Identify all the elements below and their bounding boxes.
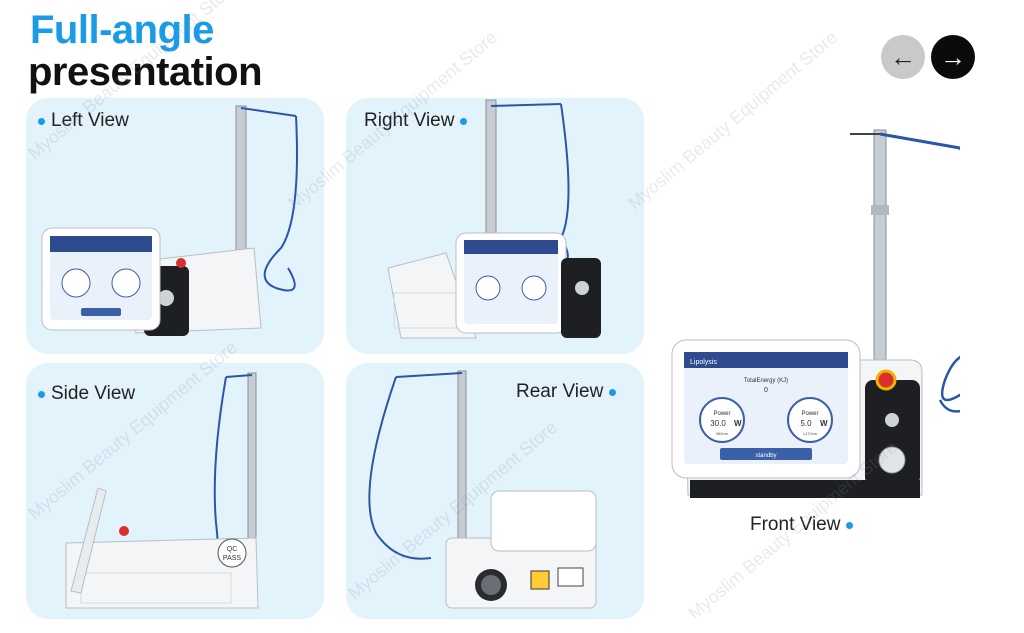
screen-power-label-left: Power (713, 411, 730, 417)
right-view-label: Right View (364, 110, 468, 132)
screen-unit-left: W (734, 419, 742, 428)
rear-view-device-image (368, 370, 597, 609)
left-view-label: Left View (38, 110, 129, 132)
screen-unit-right: W (820, 419, 828, 428)
front-view-label: Front View (750, 514, 854, 536)
right-view-device-image (387, 99, 601, 339)
screen-power-right: 5.0 (800, 419, 812, 428)
bullet-dot-icon (609, 388, 617, 396)
right-view-panel: Right View (346, 98, 644, 354)
screen-energy-value: 0 (764, 387, 768, 394)
left-view-device-image (41, 105, 298, 336)
screen-brand: Lipolysis (690, 359, 717, 366)
bullet-dot-icon (460, 117, 468, 125)
front-view-text: Front View (750, 514, 841, 535)
front-view-device-image: Lipolysis TotalEnergy (KJ) 0 Power 30.0 … (671, 129, 960, 498)
left-view-text: Left View (51, 110, 129, 131)
rear-view-label: Rear View (516, 381, 617, 403)
arrow-left-icon: ← (890, 41, 916, 72)
bullet-dot-icon (846, 521, 854, 529)
bullet-dot-icon (38, 390, 45, 398)
side-view-device-image: QC PASS (65, 372, 259, 609)
screen-wavelength-right: 1470nm (803, 431, 818, 436)
screen-wavelength-left: 980nm (716, 431, 729, 436)
page-title-line2: presentation (28, 50, 263, 94)
rear-view-panel: Rear View (346, 363, 644, 619)
screen-energy-label: TotalEnergy (KJ) (744, 378, 788, 384)
side-view-label: Side View (38, 383, 135, 405)
pass-label: PASS (223, 555, 241, 562)
screen-power-left: 30.0 (710, 419, 726, 428)
front-view-device: Lipolysis TotalEnergy (KJ) 0 Power 30.0 … (660, 120, 960, 500)
arrow-right-icon: → (940, 41, 966, 72)
page-title-line1: Full-angle (30, 8, 214, 52)
next-button[interactable]: → (931, 35, 975, 79)
bullet-dot-icon (38, 117, 45, 125)
screen-power-label-right: Power (801, 411, 818, 417)
side-view-text: Side View (51, 383, 136, 404)
screen-standby-button: standby (755, 453, 776, 459)
side-view-panel: QC PASS Side View (26, 363, 324, 619)
rear-view-text: Rear View (516, 381, 604, 402)
left-view-panel: Left View (26, 98, 324, 354)
previous-button[interactable]: ← (881, 35, 925, 79)
qc-label: QC (227, 546, 238, 553)
right-view-text: Right View (364, 110, 455, 131)
